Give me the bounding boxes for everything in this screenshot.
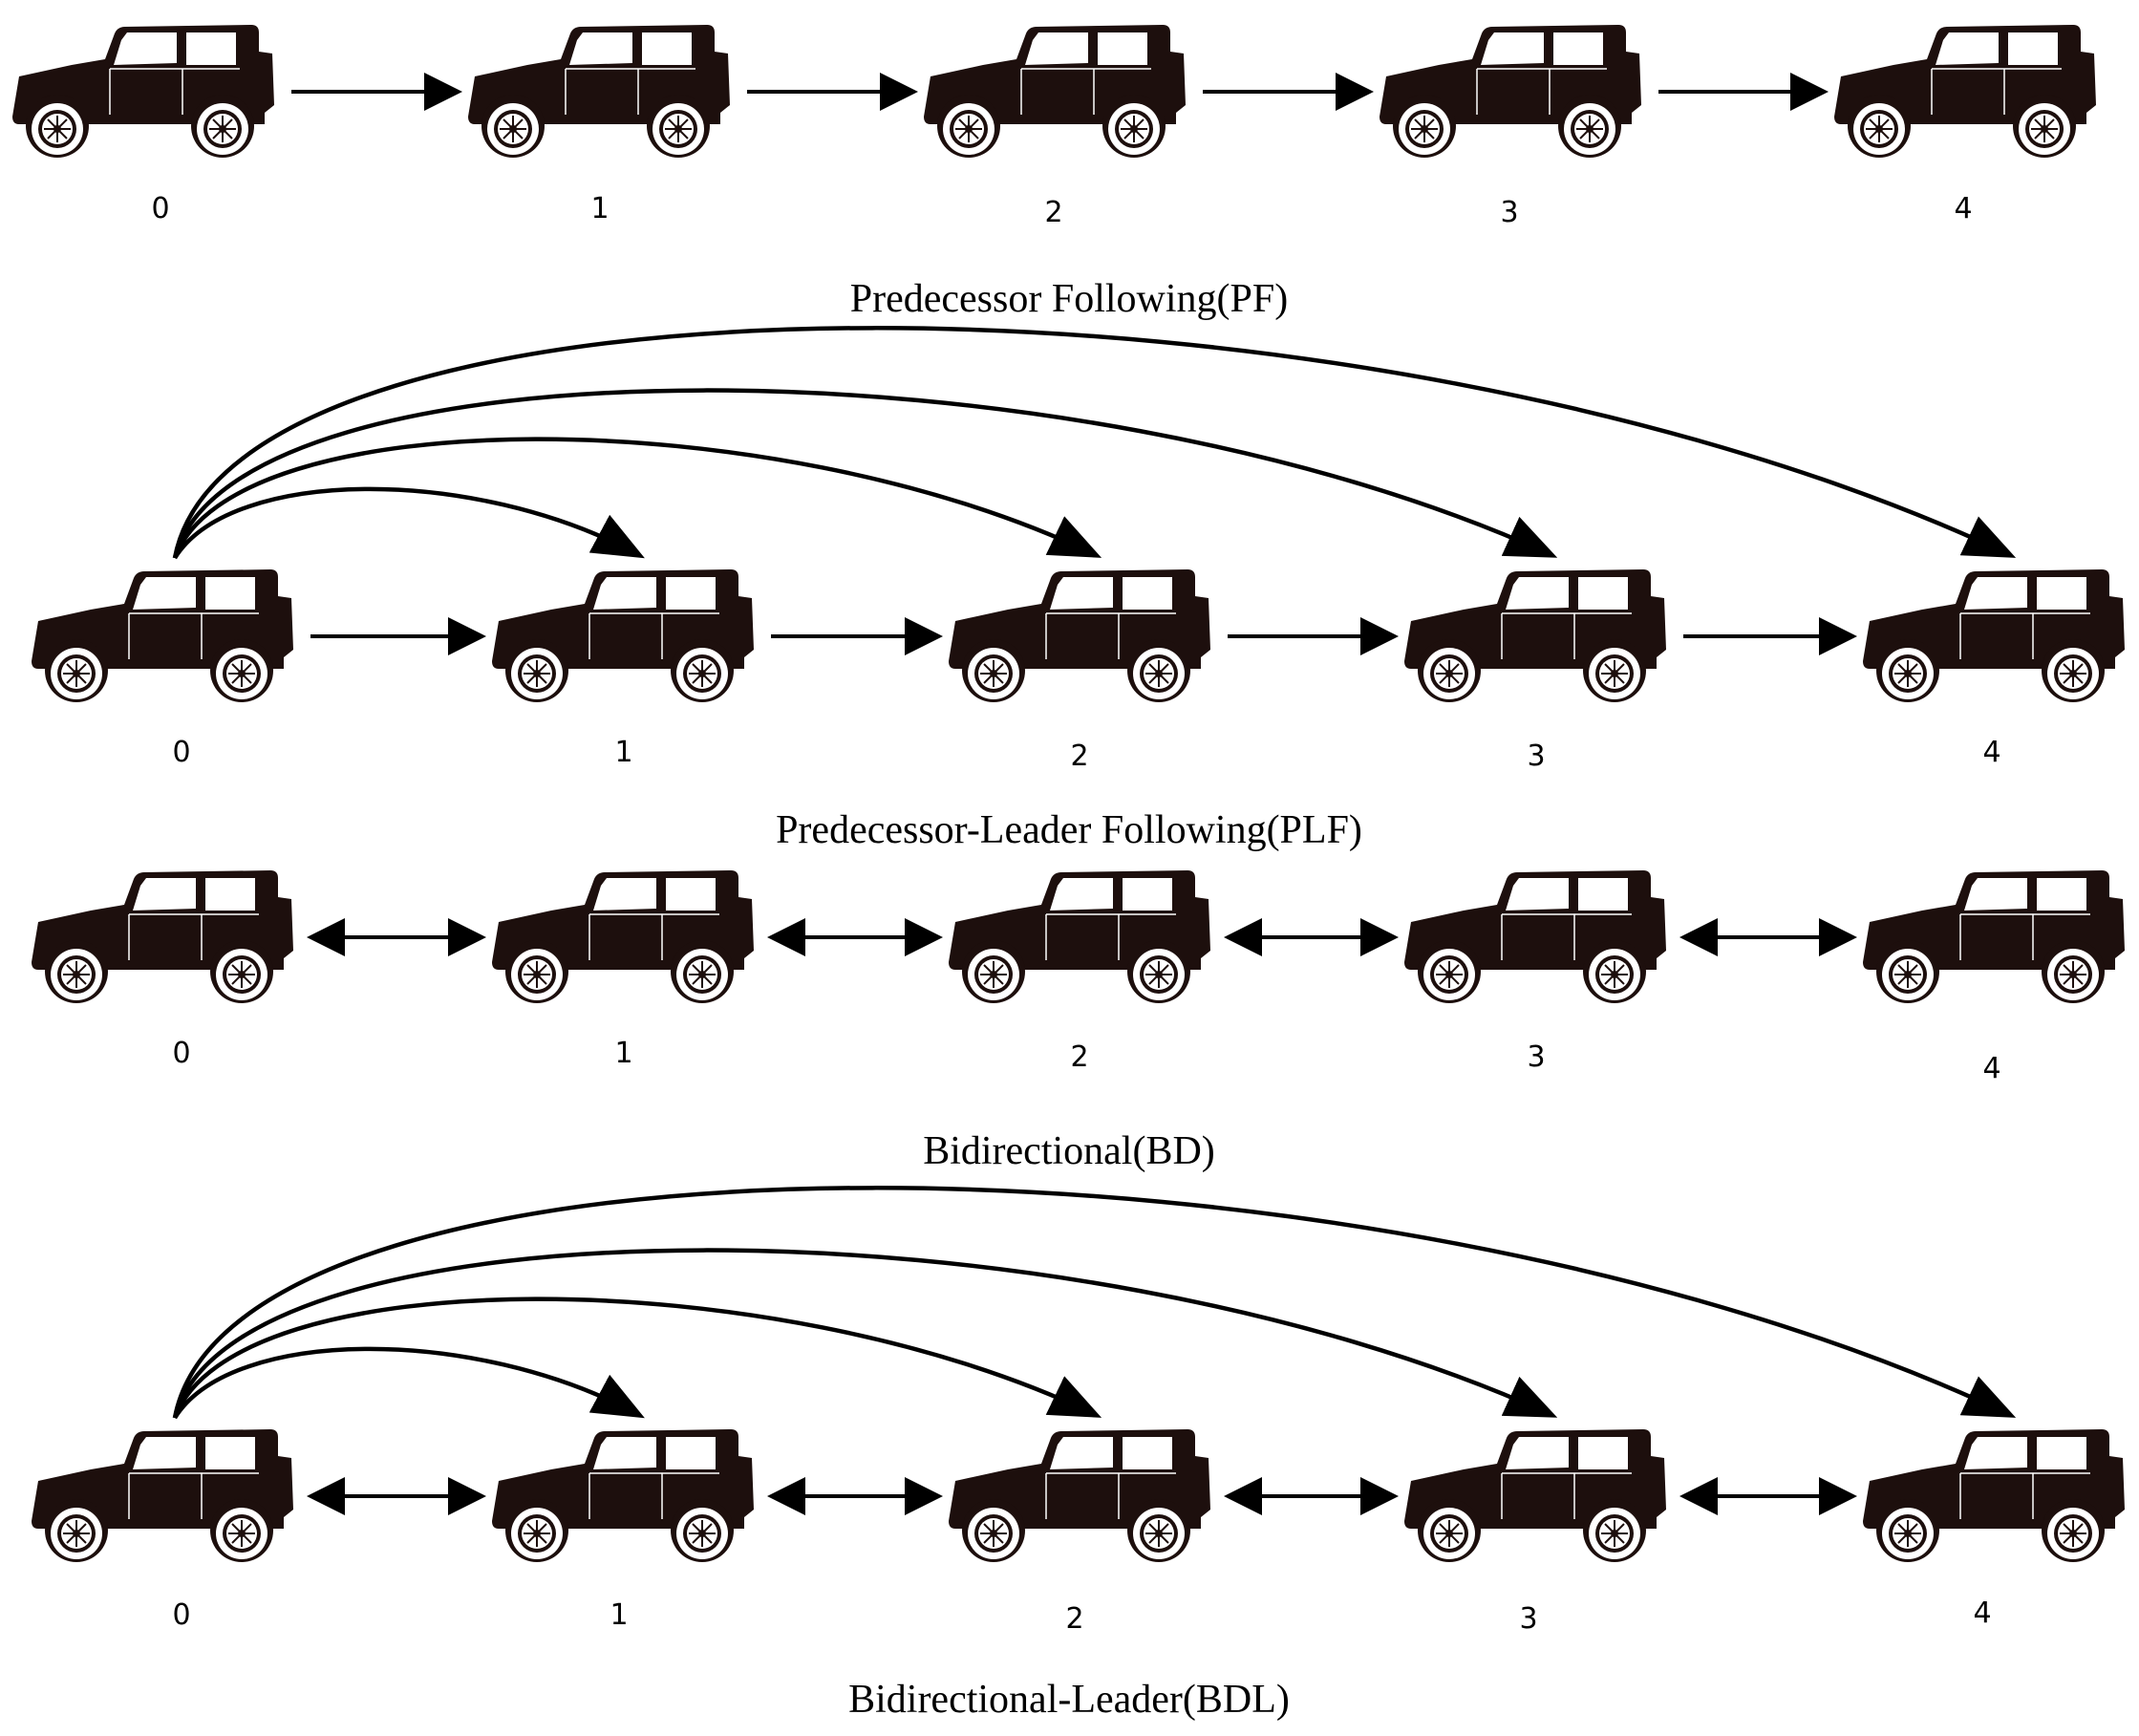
suv-icon xyxy=(491,1428,755,1563)
suv-icon xyxy=(1862,1428,2126,1563)
vehicle-2 xyxy=(948,568,1211,703)
vehicle-label: 1 xyxy=(590,192,609,225)
vehicle-3 xyxy=(1403,1428,1667,1563)
suv-icon xyxy=(948,869,1211,1004)
suv-icon xyxy=(1403,869,1667,1004)
vehicle-label: 2 xyxy=(1044,196,1062,229)
vehicle-label: 3 xyxy=(1527,1040,1545,1074)
vehicle-0 xyxy=(31,869,294,1004)
suv-icon xyxy=(491,869,755,1004)
suv-icon xyxy=(923,24,1187,159)
suv-icon xyxy=(31,1428,294,1563)
leader-link-0-3 xyxy=(172,388,1558,559)
vehicle-0 xyxy=(31,568,294,703)
leader-link-0-4 xyxy=(172,326,2017,559)
leader-link-0-2 xyxy=(172,1297,1102,1419)
vehicle-4 xyxy=(1862,568,2126,703)
vehicle-label: 4 xyxy=(1982,736,2000,769)
vehicle-label: 3 xyxy=(1527,739,1545,773)
vehicle-label: 2 xyxy=(1065,1602,1083,1636)
suv-icon xyxy=(1862,869,2126,1004)
topology-caption: Predecessor-Leader Following(PLF) xyxy=(776,808,1362,852)
topology-caption: Bidirectional(BD) xyxy=(923,1129,1215,1173)
vehicle-label: 3 xyxy=(1500,196,1518,229)
vehicle-label: 1 xyxy=(610,1598,628,1632)
vehicle-label: 1 xyxy=(614,736,632,769)
vehicle-4 xyxy=(1862,1428,2126,1563)
vehicle-label: 1 xyxy=(614,1037,632,1070)
suv-icon xyxy=(31,568,294,703)
leader-link-0-3 xyxy=(172,1248,1558,1419)
vehicle-label: 2 xyxy=(1070,739,1088,773)
vehicle-3 xyxy=(1379,24,1642,159)
vehicle-0 xyxy=(31,1428,294,1563)
leader-link-0-1 xyxy=(173,486,645,560)
vehicle-label: 0 xyxy=(172,1598,190,1632)
vehicle-1 xyxy=(467,24,731,159)
topology-caption: Predecessor Following(PF) xyxy=(850,277,1288,321)
leader-link-0-2 xyxy=(172,437,1102,559)
suv-icon xyxy=(1862,568,2126,703)
vehicle-label: 0 xyxy=(172,1037,190,1070)
suv-icon xyxy=(948,1428,1211,1563)
vehicle-3 xyxy=(1403,869,1667,1004)
vehicle-4 xyxy=(1862,869,2126,1004)
suv-icon xyxy=(467,24,731,159)
vehicle-label: 0 xyxy=(172,736,190,769)
vehicle-2 xyxy=(948,869,1211,1004)
suv-icon xyxy=(31,869,294,1004)
suv-icon xyxy=(1403,568,1667,703)
vehicle-2 xyxy=(923,24,1187,159)
vehicle-3 xyxy=(1403,568,1667,703)
vehicle-label: 4 xyxy=(1954,192,1972,225)
vehicle-1 xyxy=(491,1428,755,1563)
suv-icon xyxy=(11,24,275,159)
vehicle-0 xyxy=(11,24,275,159)
suv-icon xyxy=(948,568,1211,703)
vehicle-2 xyxy=(948,1428,1211,1563)
vehicle-1 xyxy=(491,568,755,703)
vehicle-1 xyxy=(491,869,755,1004)
suv-icon xyxy=(1379,24,1642,159)
suv-icon xyxy=(1403,1428,1667,1563)
topology-caption: Bidirectional-Leader(BDL) xyxy=(848,1678,1290,1722)
leader-link-0-4 xyxy=(172,1186,2017,1419)
vehicle-label: 0 xyxy=(151,192,169,225)
vehicle-label: 2 xyxy=(1070,1040,1088,1074)
vehicle-4 xyxy=(1833,24,2097,159)
vehicle-label: 3 xyxy=(1519,1602,1537,1636)
vehicle-label: 4 xyxy=(1982,1052,2000,1085)
suv-icon xyxy=(491,568,755,703)
suv-icon xyxy=(1833,24,2097,159)
vehicle-label: 4 xyxy=(1973,1597,1991,1630)
leader-link-0-1 xyxy=(173,1346,645,1420)
